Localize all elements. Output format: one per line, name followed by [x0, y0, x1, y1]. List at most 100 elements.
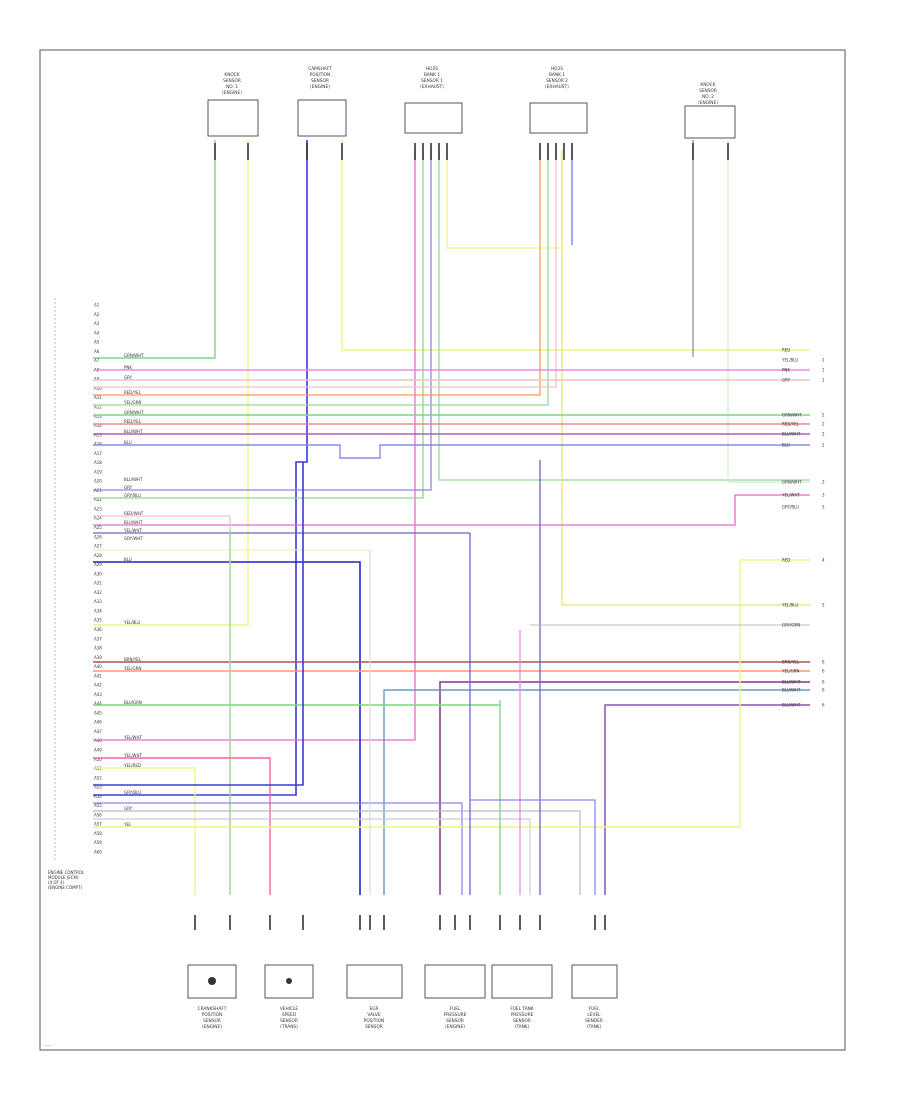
ecm-pin-label: A29 [94, 562, 102, 567]
left-wire-label: RED/WHT [124, 511, 144, 516]
wire-o2s1-c [93, 150, 432, 491]
wire-bus-blu [93, 444, 810, 459]
component-camshaft-sensor: CAMSHAFT POSITION SENSOR (ENGINE) [297, 66, 347, 137]
ecm-pin-label: A24 [94, 516, 102, 521]
o2s1-caption-3: SENSOR 1 [421, 78, 443, 84]
right-wire-label: GRY [782, 378, 791, 383]
left-wire-label: YEL/GRN [123, 400, 141, 405]
ecm-pin-label: A9 [94, 377, 100, 382]
ecm-pin-label: A26 [94, 534, 102, 539]
ecm-pin-label: A48 [94, 738, 102, 743]
o2s1-caption-4: (EXHAUST) [420, 84, 444, 90]
right-wire-ref: 3 [822, 505, 825, 510]
level-caption-2: LEVEL [587, 1012, 601, 1018]
camshaft-caption-1: CAMSHAFT [308, 66, 332, 72]
right-wire-ref: 2 [822, 432, 825, 437]
ecm-pin-label: A17 [94, 451, 102, 456]
left-wire-label: YEL [123, 822, 132, 827]
crank-caption-2: POSITION [202, 1012, 222, 1018]
ecm-pin-label: A31 [94, 581, 102, 586]
right-wire-ref: 2 [822, 422, 825, 427]
right-wire-label: PNK [782, 368, 790, 373]
wire-o2s2-a [93, 150, 541, 396]
level-caption-4: (TANK) [587, 1024, 602, 1030]
knock1-body [207, 99, 259, 137]
ecm-pin-label: A43 [94, 692, 102, 697]
fuelpress-caption-2: PRESSURE [444, 1012, 467, 1018]
ecm-pin-label: A13 [94, 414, 102, 419]
wire-bus-gry-3 [93, 810, 581, 895]
right-wire-ref: 6 [822, 660, 825, 665]
tankpress-caption-1: FUEL TANK [510, 1006, 534, 1012]
wire-cam-b [341, 140, 810, 351]
right-wire-ref: 5 [822, 603, 825, 608]
ecm-pin-label: A20 [94, 479, 102, 484]
wire-ecm-blu-v [93, 462, 304, 786]
o2s2-caption-4: (EXHAUST) [545, 84, 569, 90]
ecm-pin-label: A1 [94, 303, 100, 308]
wire-o2s1-a [93, 150, 416, 741]
right-wire-ref: 2 [822, 413, 825, 418]
left-wire-label: YEL/WHT [123, 753, 143, 758]
right-wire-ref: 6 [822, 688, 825, 693]
o2s2-caption-2: BANK 1 [549, 72, 565, 78]
wire-bus-bluwht-4 [604, 704, 810, 895]
ecm-pin-label: A27 [94, 544, 102, 549]
right-wire-label: YEL/BLU [781, 358, 798, 363]
wire-bus-yel-3 [93, 559, 810, 828]
left-wire-label: BLU [124, 557, 132, 562]
ecm-pin-label: A41 [94, 673, 102, 678]
tankpress-caption-4: (TANK) [515, 1024, 530, 1030]
left-wire-label: YEL/WHT [123, 528, 143, 533]
o2s2-caption-1: HO2S [551, 66, 563, 72]
ecm-pin-label: A14 [94, 423, 102, 428]
ecm-pin-label: A35 [94, 618, 102, 623]
wire-bus-yel-2 [93, 767, 196, 895]
knock2-caption-2: SENSOR [699, 88, 717, 94]
wire-o2s1-e [446, 150, 562, 249]
camshaft-caption-4: (ENGINE) [310, 84, 330, 90]
ecm-caption-line-3: (4 OF 4) [48, 880, 65, 885]
left-wire-label: GRY [124, 806, 133, 811]
right-wire-label: BLU [782, 443, 790, 448]
ecm-pin-label: A32 [94, 590, 102, 595]
crank-caption-1: CRANKSHAFT [198, 1006, 227, 1012]
knock1-caption-1: KNOCK [224, 72, 239, 78]
ecm-pin-label: A44 [94, 701, 102, 706]
left-wire-label: GRY/BLU [124, 493, 141, 498]
tankpress-body [491, 964, 553, 999]
left-wire-label: YEL/WHT [123, 735, 143, 740]
speed-caption-1: VEHICLE [280, 1006, 299, 1012]
speed-caption-4: (TRANS) [280, 1024, 298, 1030]
left-wire-label: BLU/WHT [124, 477, 143, 482]
crank-symbol [208, 977, 216, 985]
ecm-pin-label: A60 [94, 850, 102, 855]
wire-bus-blu-2 [93, 561, 361, 895]
ecm-pin-label: A39 [94, 655, 102, 660]
wire-cam-a [93, 140, 308, 796]
ecm-pin-label: A4 [94, 330, 100, 335]
wire-knock2-b [727, 140, 810, 483]
level-body [571, 964, 618, 999]
left-wire-label: BLU/GRN [124, 700, 142, 705]
right-wire-ref: 1 [822, 378, 825, 383]
right-wire-label: GRN/WHT [782, 413, 802, 418]
ecm-pin-label: A6 [94, 349, 100, 354]
ecm-pin-label: A40 [94, 664, 102, 669]
right-wire-label: RED/YEL [782, 422, 800, 427]
ecm-pin-label: A45 [94, 710, 102, 715]
ecm-pin-label: A11 [94, 395, 102, 400]
crank-caption-3: SENSOR [203, 1018, 221, 1024]
wire-bus-blu-3 [93, 802, 463, 895]
ecm-pin-label: A47 [94, 729, 102, 734]
ecm-pin-label: A7 [94, 358, 100, 363]
wire-bus-bluwht-3 [383, 689, 810, 895]
camshaft-body [297, 99, 347, 137]
speed-symbol [286, 978, 292, 984]
left-wire-label: YEL/BLU [123, 620, 140, 625]
wire-knock1-a [93, 140, 216, 359]
egr-body [346, 964, 403, 999]
ecm-pin-label: A18 [94, 460, 102, 465]
knock2-caption-1: KNOCK [700, 82, 715, 88]
